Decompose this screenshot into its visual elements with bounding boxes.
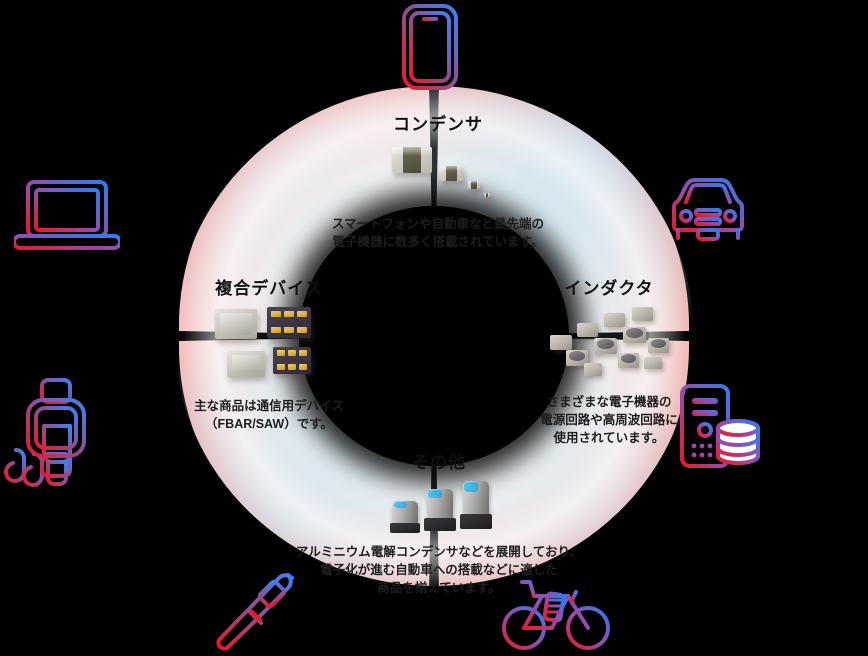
segment-description-capacitors: スマートフォンや自動車など最先端の 電子機器に数多く搭載されています。	[331, 217, 545, 250]
segment-title-inductors: インダクタ	[564, 279, 654, 298]
laptop-icon	[14, 174, 120, 256]
product-photo-composite-devices	[209, 305, 329, 387]
product-photo-inductors	[544, 305, 674, 383]
segment-content-capacitors: コンデンサ スマートフォンや自動車など最先端の 電子機器に数多く搭載されています…	[308, 110, 568, 251]
segment-description-composite-devices: 主な商品は通信用デバイス （FBAR/SAW）です。	[194, 399, 344, 432]
server-database-icon	[676, 382, 762, 474]
electric-bicycle-icon	[500, 570, 612, 654]
segment-content-inductors: インダクタ さまざまな電子機器の 電源回路や高周波回路に 使用されています。 パ…	[494, 274, 724, 447]
segment-title-composite-devices: 複合デバイス	[215, 279, 323, 298]
smartwatch-icon	[18, 378, 94, 478]
donut-center-hole	[299, 206, 569, 466]
product-photo-capacitors	[378, 141, 498, 207]
segment-description-other: アルミニウム電解コンデンサなどを展開しており、 電子化が進む自動車への搭載などに…	[295, 545, 583, 596]
digital-thermometer-icon	[208, 568, 304, 654]
segment-title-capacitors: コンデンサ	[393, 115, 483, 134]
smartphone-icon	[396, 2, 464, 92]
segment-content-other: その他 アルミニウム電解コンデンサなどを展開しており、 電子化が進む自動車への搭…	[274, 448, 604, 597]
segment-title-other: その他	[412, 453, 466, 472]
product-photo-other	[384, 479, 494, 535]
product-category-donut: コンデンサ スマートフォンや自動車など最先端の 電子機器に数多く搭載されています…	[174, 86, 694, 595]
car-icon	[660, 168, 756, 248]
segment-description-inductors: さまざまな電子機器の 電源回路や高周波回路に 使用されています。	[540, 395, 678, 446]
segment-content-composite-devices: 複合デバイス 主な商品は通信用デバイス （FBAR/SAW）です。 通信用デバイ…	[144, 274, 394, 433]
